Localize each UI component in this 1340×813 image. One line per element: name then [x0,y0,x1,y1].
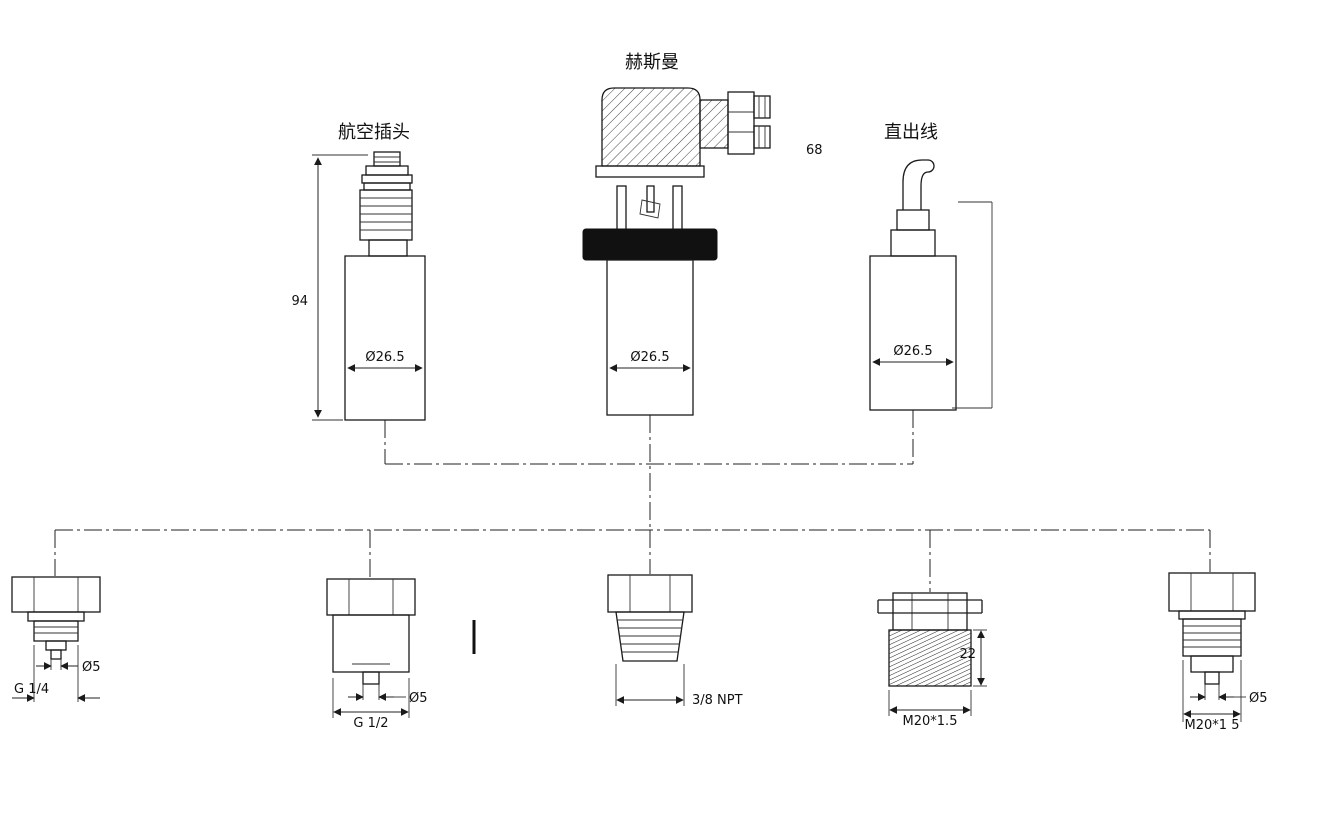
m20-thread-value: M20*1 5 [1185,718,1240,733]
cable-sensor-body [869,255,957,411]
cable-diameter-value: Ø26.5 [893,344,932,359]
g14-thread-dimension: G 1/4 [12,645,100,702]
m20-thread-dimension: M20*1 5 [1182,660,1242,733]
g12-thread-dimension: G 1/2 [332,678,410,731]
g12-stem-dimension: Ø5 [348,684,428,706]
aviation-plug-connector [359,151,413,257]
hirschmann-label: 赫斯曼 [625,52,679,73]
aviation-diameter-value: Ø26.5 [365,350,404,365]
hirschmann-diameter-dimension: Ø26.5 [609,350,691,372]
aviation-height-dimension: 94 [291,154,368,421]
terminal-pins [616,185,683,231]
aviation-height-value: 94 [291,294,308,309]
hirschmann-sensor-body [606,259,694,416]
cable [890,159,936,257]
m20-stem-value: Ø5 [1249,691,1268,706]
g14-stem-dimension: Ø5 [36,659,101,675]
direct-cable-label: 直出线 [884,122,938,143]
m20f-length-value: 22 [959,647,976,662]
fitting-m20: Ø5 M20*1 5 [1168,572,1268,733]
g12-thread-value: G 1/2 [353,716,388,731]
hirschmann-connector [595,87,771,178]
m20f-thread-dimension: M20*1.5 [888,690,972,729]
g12-body [326,578,416,685]
aviation-diameter-dimension: Ø26.5 [347,350,423,372]
m20-body [1168,572,1256,685]
fitting-g12: Ø5 G 1/2 [326,578,476,731]
cable-diameter-dimension: Ø26.5 [872,344,954,366]
fitting-g14: Ø5 G 1/4 [11,576,101,702]
m20f-length-dimension: 22 [959,629,987,687]
connector-cap [582,228,718,261]
hirschmann-variant: 赫斯曼 Ø26.5 68 [582,52,823,416]
npt-body [607,574,693,662]
aviation-plug-label: 航空插头 [338,122,410,143]
g14-stem-value: Ø5 [82,660,101,675]
hirschmann-diameter-value: Ø26.5 [630,350,669,365]
fitting-npt: 3/8 NPT [607,574,743,708]
aviation-plug-variant: 航空插头 94 Ø26.5 [291,122,426,421]
m20f-body [877,592,983,687]
direct-cable-variant: 直出线 Ø26.5 [869,122,993,411]
m20-stem-dimension: Ø5 [1190,684,1268,706]
g14-thread-value: G 1/4 [14,682,49,697]
npt-thread-value: 3/8 NPT [692,693,743,708]
g14-body [11,576,101,660]
npt-thread-dimension: 3/8 NPT [615,664,743,708]
fitting-m20-flange: 22 M20*1.5 [877,592,987,729]
m20f-thread-value: M20*1.5 [903,714,958,729]
cable-extension-bracket [952,201,993,409]
hirschmann-width-value: 68 [806,143,823,158]
g12-stem-value: Ø5 [409,691,428,706]
aviation-sensor-body [344,255,426,421]
centerlines [54,410,1211,592]
